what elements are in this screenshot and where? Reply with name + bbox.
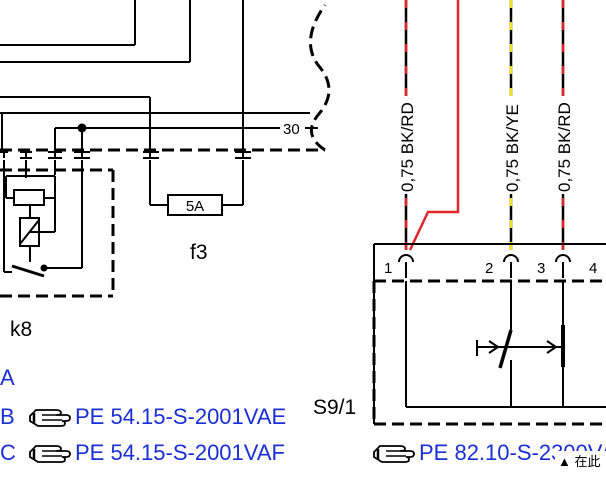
switch-s9-1	[372, 243, 606, 426]
ref-c-prefix: C	[0, 440, 16, 465]
fuse-circuit	[149, 160, 244, 206]
switch-label-s9-1: S9/1	[313, 396, 356, 419]
ref-b-prefix: B	[0, 404, 15, 429]
connector-pins	[0, 151, 251, 159]
ref-a: A	[0, 365, 15, 390]
fuse-5a	[167, 194, 223, 216]
relay-label-k8: k8	[10, 318, 32, 341]
pointing-hand-icon	[372, 444, 416, 464]
wire-2-label: 0,75 BK/YE	[503, 104, 522, 192]
wire-1-label: 0,75 BK/RD	[398, 102, 417, 192]
pointing-hand-icon	[28, 408, 72, 428]
corner-note: ▲ 在此	[558, 454, 600, 469]
terminal-30-label: 30	[283, 121, 300, 138]
upper-wires	[0, 0, 244, 150]
relay-k8	[0, 160, 115, 298]
pin-4-label: 4	[589, 260, 597, 277]
fuse-label-f3: f3	[190, 241, 208, 264]
fuse-rating-label: 5A	[186, 198, 204, 215]
pin-2-label: 2	[485, 260, 493, 277]
wire-3-label: 0,75 BK/RD	[555, 102, 574, 192]
bus-lines	[0, 96, 318, 150]
relay-contact-node	[40, 264, 48, 272]
ref-c-link[interactable]: PE 54.15-S-2001VAF	[75, 440, 285, 465]
pin-3-label: 3	[537, 260, 545, 277]
ref-b-link[interactable]: PE 54.15-S-2001VAE	[75, 404, 286, 429]
pin-1-label: 1	[384, 260, 392, 277]
pointing-hand-icon	[28, 444, 72, 464]
